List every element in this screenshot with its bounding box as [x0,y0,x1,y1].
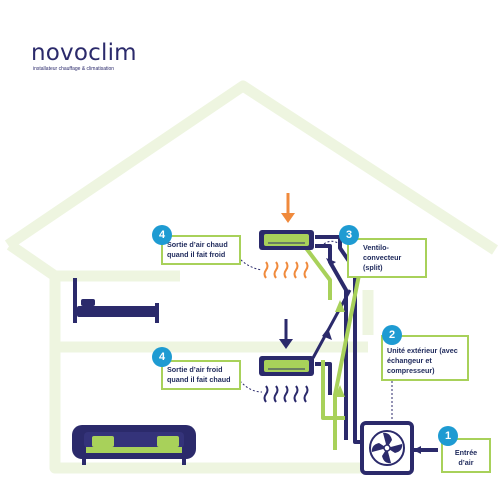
step-label-text: Entrée d’air [454,448,478,468]
brand-logo: novoclim [31,40,137,66]
step-label-text: Sortie d’air froid quand il fait chaud [167,365,231,385]
house-outline [4,80,499,474]
step-label-text: Sortie d’air chaud quand il fait froid [167,240,228,260]
step-label-text: Unité extérieur (avec échangeur et compr… [387,346,458,376]
step-4-badge: 4 [152,225,172,245]
step-1-badge: 1 [438,426,458,446]
step-2-label: Unité extérieur (avec échangeur et compr… [381,335,469,382]
step-4-heat-label: Sortie d’air chaud quand il fait froid [161,235,241,266]
step-label-text: Ventilo-convecteur (split) [363,243,402,273]
brand-tagline: installateur chauffage & climatisation [33,66,115,72]
step-3-label: Ventilo-convecteur (split) [347,238,427,279]
sofa-icon [72,425,196,465]
leader-lines [237,240,393,420]
step-3-badge: 3 [339,225,359,245]
heat-waves-icon [263,261,309,279]
step-2-badge: 2 [382,325,402,345]
split-unit-icon [259,356,314,376]
step-4-cold-label: Sortie d’air froid quand il fait chaud [161,360,241,391]
flow-arrows [322,258,421,454]
bed-icon [73,278,159,323]
outdoor-unit-fan-icon [360,421,414,475]
split-unit-icon [259,230,314,250]
arrow-down-icon [281,193,295,223]
cold-waves-icon [263,385,309,403]
arrow-down-icon [279,319,293,349]
step-4-badge: 4 [152,347,172,367]
